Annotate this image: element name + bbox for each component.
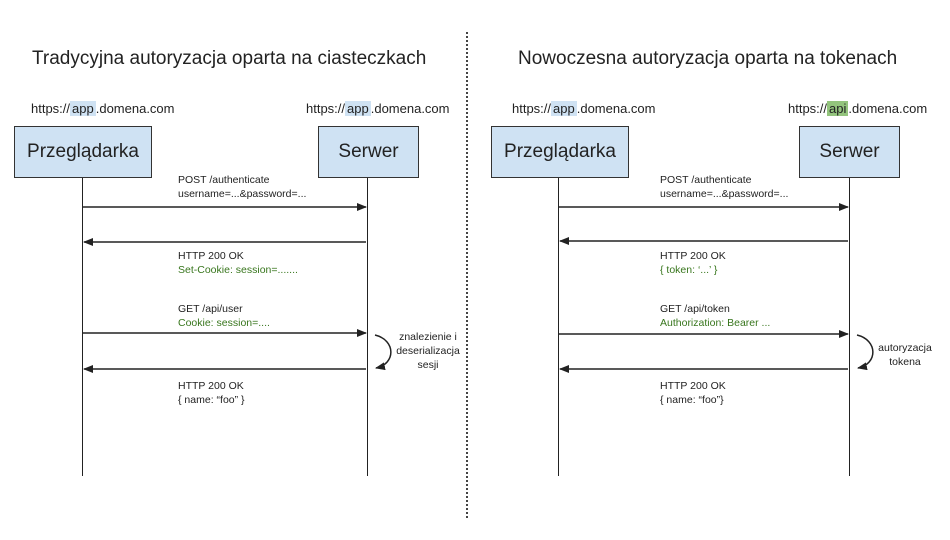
left-msg4-label: HTTP 200 OK { name: “foo” } xyxy=(178,379,245,407)
msg-line: GET /api/user xyxy=(178,303,243,315)
url-suffix: .domena.com xyxy=(370,101,450,116)
right-client-box: Przeglądarka xyxy=(491,126,629,178)
url-prefix: https:// xyxy=(788,101,828,116)
right-client-url: https://app.domena.com xyxy=(512,101,656,116)
left-server-url: https://app.domena.com xyxy=(306,101,450,116)
right-msg1-label: POST /authenticate username=...&password… xyxy=(660,173,788,201)
right-msg2-label: HTTP 200 OK { token: ‘...’ } xyxy=(660,249,726,277)
msg-line: HTTP 200 OK xyxy=(178,380,244,392)
left-msg2-label: HTTP 200 OK Set-Cookie: session=....... xyxy=(178,249,298,277)
left-server-lifeline xyxy=(367,178,368,476)
msg-line: { name: “foo”} xyxy=(660,394,724,406)
msg-line: POST /authenticate xyxy=(178,174,270,186)
left-client-url: https://app.domena.com xyxy=(31,101,175,116)
url-suffix: .domena.com xyxy=(576,101,656,116)
url-highlight: api xyxy=(827,101,849,116)
url-suffix: .domena.com xyxy=(848,101,928,116)
left-note: znalezienie i deserializacja sesji xyxy=(394,330,462,372)
msg-line-green: { token: ‘...’ } xyxy=(660,264,718,276)
right-self-arrow xyxy=(856,334,874,371)
right-title: Nowoczesna autoryzacja oparta na tokenac… xyxy=(518,48,898,69)
left-server-box: Serwer xyxy=(318,126,419,178)
section-divider xyxy=(466,32,468,518)
url-prefix: https:// xyxy=(31,101,71,116)
url-prefix: https:// xyxy=(512,101,552,116)
right-server-box: Serwer xyxy=(799,126,900,178)
note-line: autoryzacja xyxy=(878,342,932,354)
note-line: deserializacja xyxy=(396,345,460,357)
note-line: sesji xyxy=(417,359,439,371)
url-suffix: .domena.com xyxy=(95,101,175,116)
msg-line-green: Authorization: Bearer ... xyxy=(660,317,771,329)
msg-line: HTTP 200 OK xyxy=(660,250,726,262)
note-line: znalezienie i xyxy=(399,331,457,343)
url-highlight: app xyxy=(551,101,577,116)
right-server-url: https://api.domena.com xyxy=(788,101,927,116)
note-line: tokena xyxy=(889,356,921,368)
url-highlight: app xyxy=(345,101,371,116)
msg-line: GET /api/token xyxy=(660,303,730,315)
right-msg3-label: GET /api/token Authorization: Bearer ... xyxy=(660,302,770,330)
msg-line: HTTP 200 OK xyxy=(660,380,726,392)
left-msg1-label: POST /authenticate username=...&password… xyxy=(178,173,306,201)
right-client-lifeline xyxy=(558,178,559,476)
msg-line-green: Set-Cookie: session=....... xyxy=(178,264,298,276)
msg-line-green: Cookie: session=.... xyxy=(178,317,270,329)
left-title: Tradycyjna autoryzacja oparta na ciastec… xyxy=(32,48,427,69)
msg-line: { name: “foo” } xyxy=(178,394,245,406)
left-client-box: Przeglądarka xyxy=(14,126,152,178)
left-client-lifeline xyxy=(82,178,83,476)
msg-line: username=...&password=... xyxy=(178,188,307,200)
msg-line: username=...&password=... xyxy=(660,188,789,200)
msg-line: HTTP 200 OK xyxy=(178,250,244,262)
right-msg4-label: HTTP 200 OK { name: “foo”} xyxy=(660,379,726,407)
msg-line: POST /authenticate xyxy=(660,174,752,186)
url-highlight: app xyxy=(70,101,96,116)
left-self-arrow xyxy=(374,334,392,371)
left-msg3-label: GET /api/user Cookie: session=.... xyxy=(178,302,270,330)
right-note: autoryzacja tokena xyxy=(872,341,938,369)
right-server-lifeline xyxy=(849,178,850,476)
url-prefix: https:// xyxy=(306,101,346,116)
